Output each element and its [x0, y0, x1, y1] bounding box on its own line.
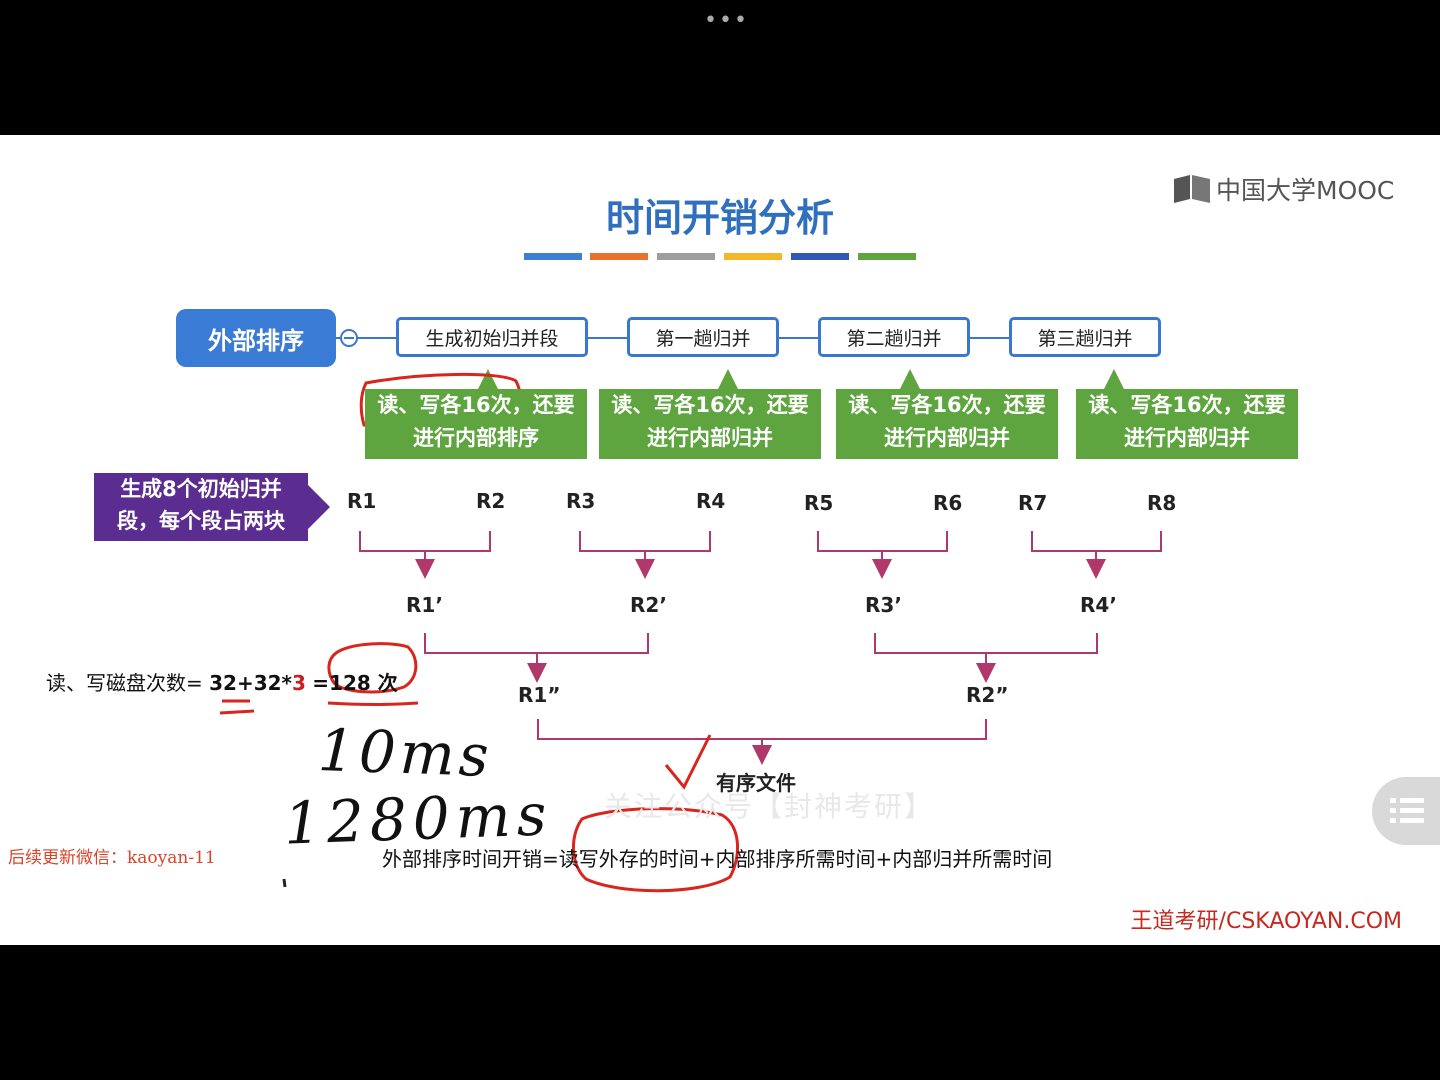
formula-result: 128 次 — [329, 671, 398, 695]
run-label: R6 — [933, 491, 963, 515]
note-line: 读、写各16次，还要 — [848, 393, 1046, 417]
note-line: 读、写各16次，还要 — [1088, 393, 1286, 417]
menu-button[interactable] — [1372, 777, 1440, 845]
note-line: 进行内部排序 — [413, 426, 539, 450]
stage-initial-runs[interactable]: 生成初始归并段 — [396, 317, 588, 357]
note-pass-2: 读、写各16次，还要 进行内部归并 — [836, 389, 1058, 459]
merged-run-label: R1” — [518, 683, 561, 707]
run-label: R4 — [696, 489, 726, 513]
runs-note: 生成8个初始归并 段，每个段占两块 — [94, 473, 308, 541]
runs-note-line: 生成8个初始归并 — [120, 477, 282, 501]
note-pass-1: 读、写各16次，还要 进行内部归并 — [599, 389, 821, 459]
slide-title: 时间开销分析 — [605, 196, 834, 240]
formula-equals: = — [312, 671, 330, 695]
io-count-formula: 读、写磁盘次数= 32+32*3 =128 次 — [46, 667, 398, 696]
color-bar-gray — [657, 253, 715, 260]
handwritten-ink — [282, 878, 287, 888]
merged-run-label: R4’ — [1080, 593, 1117, 617]
note-line: 进行内部归并 — [884, 426, 1010, 450]
list-icon — [1390, 798, 1424, 823]
color-bar-yellow — [724, 253, 782, 260]
stage-pass-1[interactable]: 第一趟归并 — [627, 317, 779, 357]
book-icon — [1174, 175, 1210, 203]
stage-pass-3[interactable]: 第三趟归并 — [1009, 317, 1161, 357]
note-initial-runs: 读、写各16次，还要 进行内部排序 — [365, 389, 587, 459]
handwritten-note: 10ms — [316, 715, 494, 791]
logo-text: 中国大学MOOC — [1216, 176, 1395, 205]
run-label: R2 — [476, 489, 506, 513]
runs-note-line: 段，每个段占两块 — [117, 509, 285, 533]
color-bar-darkblue — [791, 253, 849, 260]
brand-footer: 王道考研/CSKAOYAN.COM — [1130, 909, 1402, 934]
stage-pass-2[interactable]: 第二趟归并 — [818, 317, 970, 357]
formula-expression: 32+32* — [209, 671, 293, 695]
note-line: 读、写各16次，还要 — [377, 393, 575, 417]
note-line: 读、写各16次，还要 — [611, 393, 809, 417]
watermark: 关注公众号【封神考研】 — [604, 790, 935, 823]
note-pass-3: 读、写各16次，还要 进行内部归并 — [1076, 389, 1298, 459]
merged-run-label: R2’ — [630, 593, 667, 617]
sorted-file-label: 有序文件 — [716, 771, 796, 795]
main-node-external-sort[interactable]: 外部排序 — [176, 309, 336, 367]
merged-run-label: R1’ — [406, 593, 443, 617]
run-label: R3 — [566, 489, 596, 513]
update-note: 后续更新微信：kaoyan-11 — [8, 848, 216, 868]
formula-label: 读、写磁盘次数= — [46, 671, 203, 695]
run-label: R8 — [1147, 491, 1177, 515]
merged-run-label: R2” — [966, 683, 1009, 707]
run-label: R5 — [804, 491, 834, 515]
merged-run-label: R3’ — [865, 593, 902, 617]
color-bar-blue — [524, 253, 582, 260]
run-label: R7 — [1018, 491, 1048, 515]
cost-formula: 外部排序时间开销=读写外存的时间+内部排序所需时间+内部归并所需时间 — [382, 847, 1053, 871]
more-options-indicator[interactable]: ••• — [704, 8, 749, 33]
formula-multiplier: 3 — [292, 671, 306, 695]
slide: 时间开销分析 中国大学MOOC — [0, 135, 1440, 945]
color-bar-green — [858, 253, 916, 260]
run-label: R1 — [347, 489, 377, 513]
color-bar-orange — [590, 253, 648, 260]
mooc-logo: 中国大学MOOC — [1172, 171, 1394, 207]
note-line: 进行内部归并 — [1124, 426, 1250, 450]
note-line: 进行内部归并 — [647, 426, 773, 450]
